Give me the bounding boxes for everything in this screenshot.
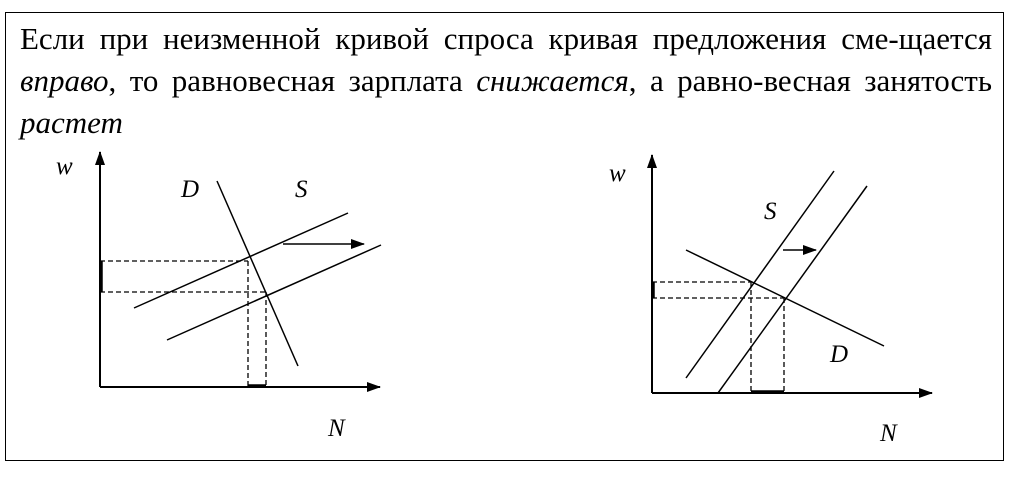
right-demand-line [685, 249, 885, 347]
right-demand-label: D [829, 341, 848, 368]
text-emphasis-right: вправо [20, 63, 109, 98]
left-x-axis-label: N [327, 415, 346, 442]
task-text: Если при неизменной кривой спроса кривая… [20, 18, 992, 144]
right-graph: w N D S [609, 154, 933, 447]
right-x-axis-label: N [879, 420, 898, 447]
right-supply-label: S [764, 198, 777, 225]
left-supply-label: S [295, 176, 308, 203]
text-emphasis-grows: растет [20, 105, 123, 140]
left-graph: w N D S [56, 151, 382, 442]
right-y-axis-label: w [609, 160, 626, 187]
right-supply-line-shifted [717, 185, 868, 394]
left-demand-label: D [180, 176, 199, 203]
right-supply-line-initial [685, 170, 835, 379]
left-demand-line [216, 180, 299, 367]
task-frame [5, 12, 1004, 461]
text-emphasis-falls: снижается [476, 63, 629, 98]
text-part-3: , а равно-весная занятость [628, 63, 992, 98]
text-part-2: , то равновесная зарплата [108, 63, 477, 98]
left-y-axis-label: w [56, 153, 73, 180]
left-supply-line-shifted [166, 244, 382, 341]
text-part-1: Если при неизменной кривой спроса кривая… [20, 21, 992, 56]
